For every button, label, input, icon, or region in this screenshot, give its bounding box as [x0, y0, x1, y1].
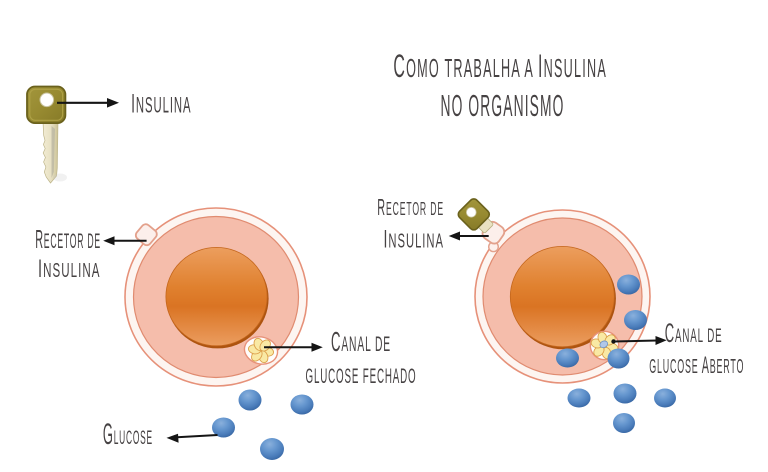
svg-text:GLUCOSE ABERTO: GLUCOSE ABERTO [649, 352, 744, 379]
svg-text:RECETOR DE: RECETOR DE [35, 224, 101, 254]
svg-text:RECETOR DE: RECETOR DE [377, 194, 444, 220]
svg-text:GLUCOSE: GLUCOSE [103, 418, 153, 451]
svg-text:CANAL DE: CANAL DE [331, 326, 391, 357]
svg-text:INSULINA: INSULINA [38, 255, 101, 283]
svg-text:CANAL DE: CANAL DE [665, 318, 723, 348]
svg-text:INSULINA: INSULINA [384, 226, 445, 254]
svg-text:NO ORGANISMO: NO ORGANISMO [441, 89, 565, 123]
svg-text:GLUCOSE FECHADO: GLUCOSE FECHADO [306, 365, 417, 388]
svg-text:INSULINA: INSULINA [131, 88, 191, 118]
svg-text:COMO TRABALHA A INSULINA: COMO TRABALHA A INSULINA [393, 48, 607, 84]
